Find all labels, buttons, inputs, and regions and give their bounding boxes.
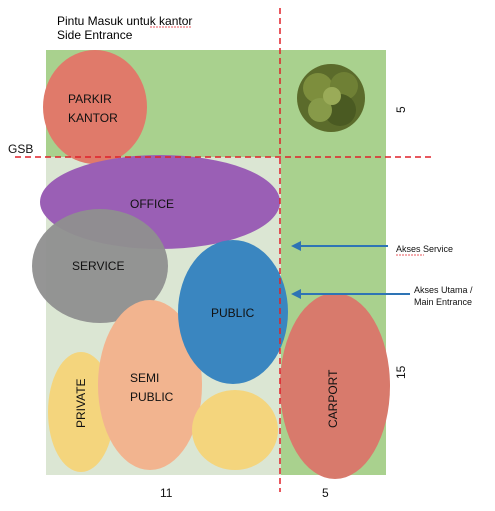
zone-extra-yellow <box>192 390 278 470</box>
label-parkir-2: KANTOR <box>68 111 118 125</box>
dim-right-lower: 15 <box>394 365 408 379</box>
zone-parkir-kantor <box>43 50 147 164</box>
label-office: OFFICE <box>130 197 174 211</box>
label-carport: CARPORT <box>326 369 340 428</box>
zone-private <box>48 352 114 472</box>
tree-icon <box>297 64 365 132</box>
label-akses-utama-1: Akses Utama / <box>414 285 473 295</box>
dim-bottom-left: 11 <box>160 486 173 500</box>
top-note-line2: Side Entrance <box>57 28 133 42</box>
dim-top-right: 5 <box>394 106 408 113</box>
label-akses-service: Akses Service <box>396 244 453 254</box>
zone-semi-public <box>98 300 202 470</box>
dim-bottom-right: 5 <box>322 486 329 500</box>
top-note-line1: Pintu Masuk untuk kantor <box>57 14 192 28</box>
label-private: PRIVATE <box>74 378 88 428</box>
label-semi-2: PUBLIC <box>130 390 174 404</box>
zone-public <box>178 240 288 384</box>
label-service: SERVICE <box>72 259 124 273</box>
label-public: PUBLIC <box>211 306 255 320</box>
arrow-service <box>291 241 388 251</box>
label-akses-utama-2: Main Entrance <box>414 297 472 307</box>
zone-carport <box>280 293 390 479</box>
label-parkir-1: PARKIR <box>68 92 112 106</box>
gsb-label: GSB <box>8 142 33 156</box>
arrow-main <box>291 289 410 299</box>
zone-service <box>32 209 168 323</box>
label-semi-1: SEMI <box>130 371 159 385</box>
